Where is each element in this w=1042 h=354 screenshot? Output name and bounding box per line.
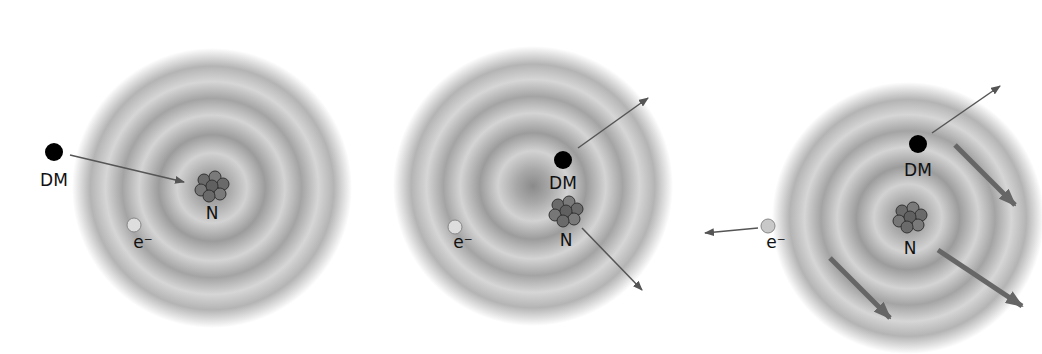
electron-label: e⁻: [453, 234, 472, 251]
electron-label: e⁻: [766, 234, 785, 251]
particle-label: DM: [549, 175, 577, 192]
nucleus-label: N: [206, 205, 219, 222]
particle-label: DM: [40, 172, 68, 189]
nucleus-label: N: [560, 232, 573, 249]
nucleus-label: N: [904, 240, 917, 257]
electron-label: e⁻: [133, 234, 152, 251]
particle-label: DM: [904, 162, 932, 179]
